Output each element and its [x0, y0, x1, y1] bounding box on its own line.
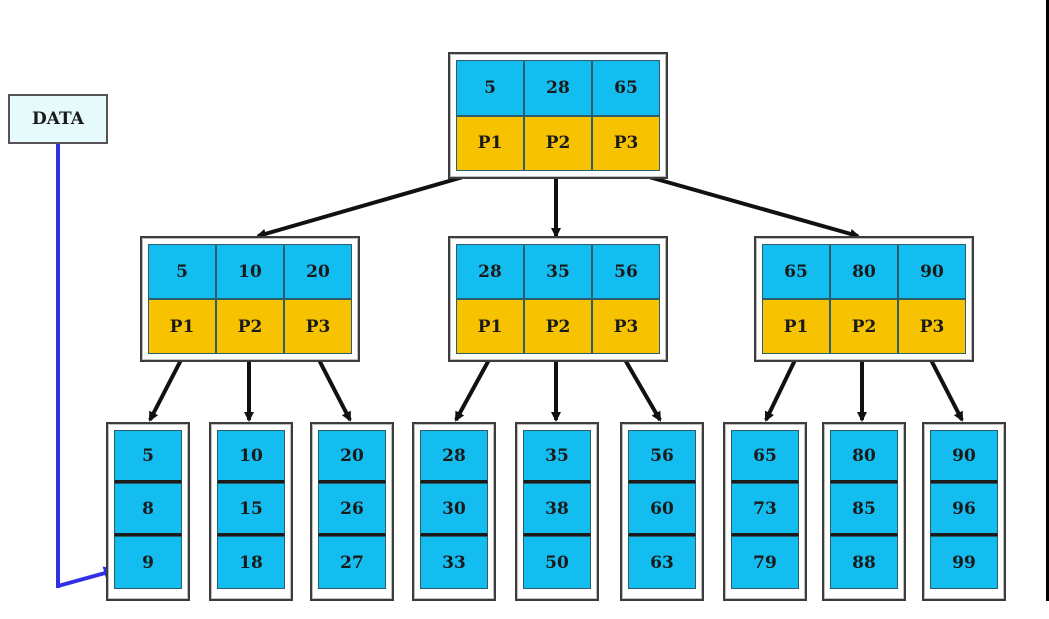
- internal-node-1: 5 10 20 P1 P2 P3: [140, 236, 360, 362]
- leaf-8-value-1: 80: [830, 430, 898, 483]
- edge-root-internal-3: [641, 173, 860, 239]
- root-key-2: 28: [524, 60, 592, 116]
- internal-1-key-3: 20: [284, 244, 352, 299]
- edge-internal1-leaf1: [148, 357, 184, 422]
- root-node: 5 28 65 P1 P2 P3: [448, 52, 668, 179]
- internal-1-pointers-row: P1 P2 P3: [148, 299, 352, 354]
- right-edge-border: [1046, 0, 1049, 601]
- internal-2-pointers-row: P1 P2 P3: [456, 299, 660, 354]
- root-key-1: 5: [456, 60, 524, 116]
- root-pointers-row: P1 P2 P3: [456, 115, 660, 171]
- edge-internal3-leaf1: [764, 357, 798, 422]
- internal-2-key-1: 28: [456, 244, 524, 299]
- leaf-node-9: 90 96 99: [922, 422, 1006, 601]
- leaf-2-value-2: 15: [217, 483, 285, 536]
- edge-root-internal-1: [256, 173, 471, 239]
- internal-3-key-2: 80: [830, 244, 898, 299]
- leaf-2-value-3: 18: [217, 536, 285, 589]
- leaf-node-5: 35 38 50: [515, 422, 599, 601]
- internal-1-key-1: 5: [148, 244, 216, 299]
- leaf-9-value-3: 99: [930, 536, 998, 589]
- leaf-node-1: 5 8 9: [106, 422, 190, 601]
- leaf-node-3: 20 26 27: [310, 422, 394, 601]
- internal-2-key-2: 35: [524, 244, 592, 299]
- internal-1-key-2: 10: [216, 244, 284, 299]
- internal-3-key-3: 90: [898, 244, 966, 299]
- internal-2-pointer-3: P3: [592, 299, 660, 354]
- leaf-7-value-1: 65: [731, 430, 799, 483]
- edge-internal2-leaf3: [622, 356, 662, 422]
- internal-3-pointer-1: P1: [762, 299, 830, 354]
- edge-internal2-leaf1: [454, 357, 492, 422]
- leaf-node-7: 65 73 79: [723, 422, 807, 601]
- leaf-5-value-1: 35: [523, 430, 591, 483]
- leaf-node-2: 10 15 18: [209, 422, 293, 601]
- leaf-6-value-2: 60: [628, 483, 696, 536]
- internal-3-pointer-2: P2: [830, 299, 898, 354]
- leaf-node-4: 28 30 33: [412, 422, 496, 601]
- internal-3-pointers-row: P1 P2 P3: [762, 299, 966, 354]
- internal-1-pointer-3: P3: [284, 299, 352, 354]
- leaf-3-value-1: 20: [318, 430, 386, 483]
- leaf-6-value-1: 56: [628, 430, 696, 483]
- leaf-1-value-1: 5: [114, 430, 182, 483]
- internal-2-key-3: 56: [592, 244, 660, 299]
- internal-3-keys-row: 65 80 90: [762, 244, 966, 299]
- leaf-4-value-2: 30: [420, 483, 488, 536]
- edge-internal1-leaf3: [316, 357, 352, 422]
- leaf-3-value-2: 26: [318, 483, 386, 536]
- leaf-1-value-2: 8: [114, 483, 182, 536]
- edge-internal3-leaf3: [928, 357, 964, 422]
- internal-3-key-1: 65: [762, 244, 830, 299]
- data-label: DATA: [32, 109, 84, 129]
- leaf-8-value-3: 88: [830, 536, 898, 589]
- internal-2-pointer-2: P2: [524, 299, 592, 354]
- leaf-9-value-1: 90: [930, 430, 998, 483]
- leaf-node-6: 56 60 63: [620, 422, 704, 601]
- leaf-7-value-3: 79: [731, 536, 799, 589]
- root-pointer-2: P2: [524, 115, 592, 171]
- root-key-3: 65: [592, 60, 660, 116]
- root-pointer-3: P3: [592, 115, 660, 171]
- internal-3-pointer-3: P3: [898, 299, 966, 354]
- leaf-1-value-3: 9: [114, 536, 182, 589]
- root-keys-row: 5 28 65: [456, 60, 660, 116]
- internal-2-keys-row: 28 35 56: [456, 244, 660, 299]
- leaf-3-value-3: 27: [318, 536, 386, 589]
- internal-node-3: 65 80 90 P1 P2 P3: [754, 236, 974, 362]
- leaf-2-value-1: 10: [217, 430, 285, 483]
- leaf-4-value-3: 33: [420, 536, 488, 589]
- internal-1-pointer-1: P1: [148, 299, 216, 354]
- internal-2-pointer-1: P1: [456, 299, 524, 354]
- leaf-5-value-3: 50: [523, 536, 591, 589]
- leaf-7-value-2: 73: [731, 483, 799, 536]
- btree-diagram: DATA 5 28 65 P1 P2 P3 5 10 20 P1: [8, 0, 1049, 601]
- internal-1-pointer-2: P2: [216, 299, 284, 354]
- data-label-box: DATA: [8, 94, 108, 144]
- root-pointer-1: P1: [456, 115, 524, 171]
- leaf-9-value-2: 96: [930, 483, 998, 536]
- internal-node-2: 28 35 56 P1 P2 P3: [448, 236, 668, 362]
- internal-1-keys-row: 5 10 20: [148, 244, 352, 299]
- leaf-8-value-2: 85: [830, 483, 898, 536]
- leaf-node-8: 80 85 88: [822, 422, 906, 601]
- leaf-5-value-2: 38: [523, 483, 591, 536]
- leaf-6-value-3: 63: [628, 536, 696, 589]
- leaf-4-value-1: 28: [420, 430, 488, 483]
